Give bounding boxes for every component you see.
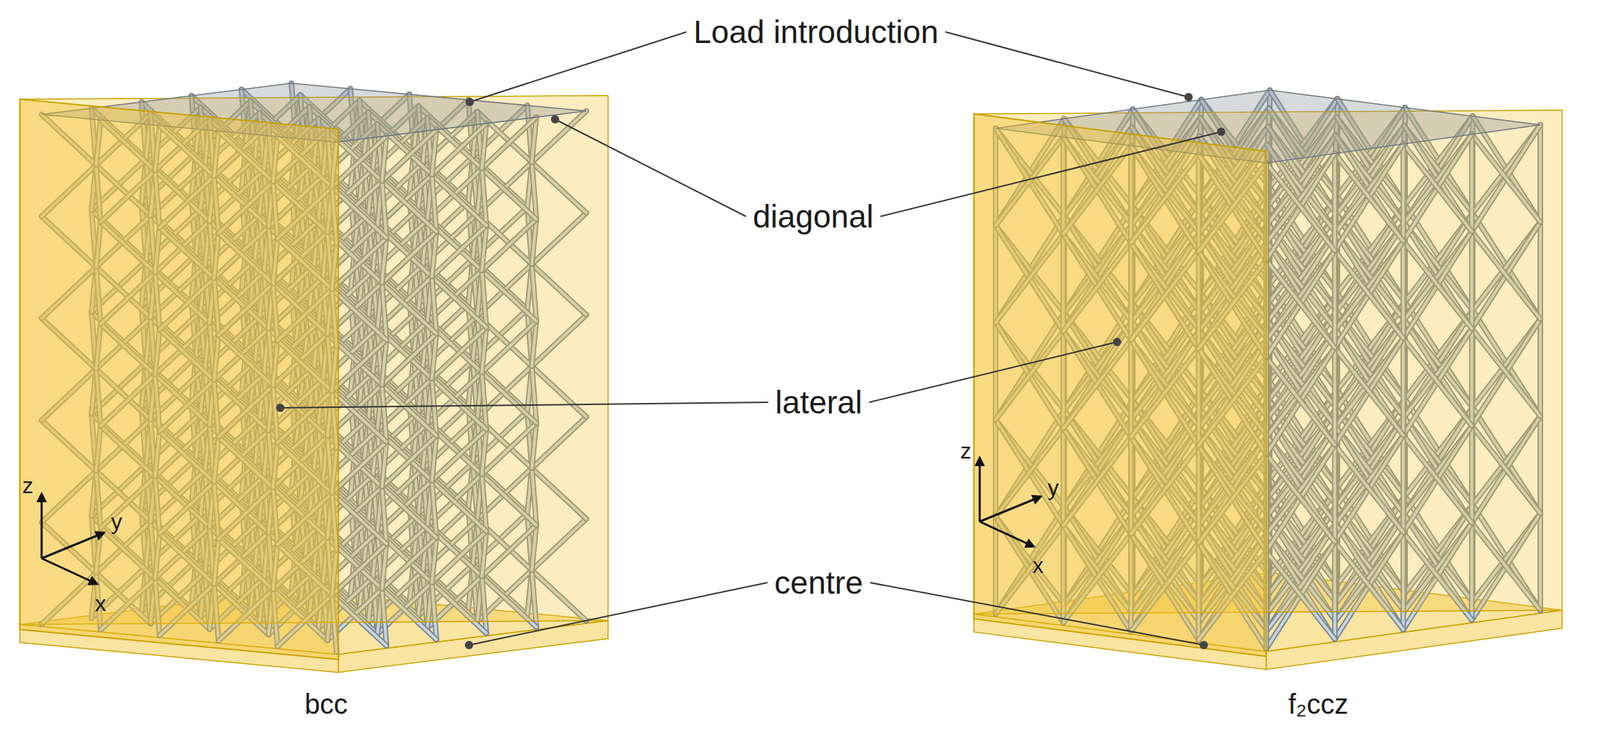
page: {"diagram": {"labels": ["Load introducti… [0, 0, 1600, 738]
